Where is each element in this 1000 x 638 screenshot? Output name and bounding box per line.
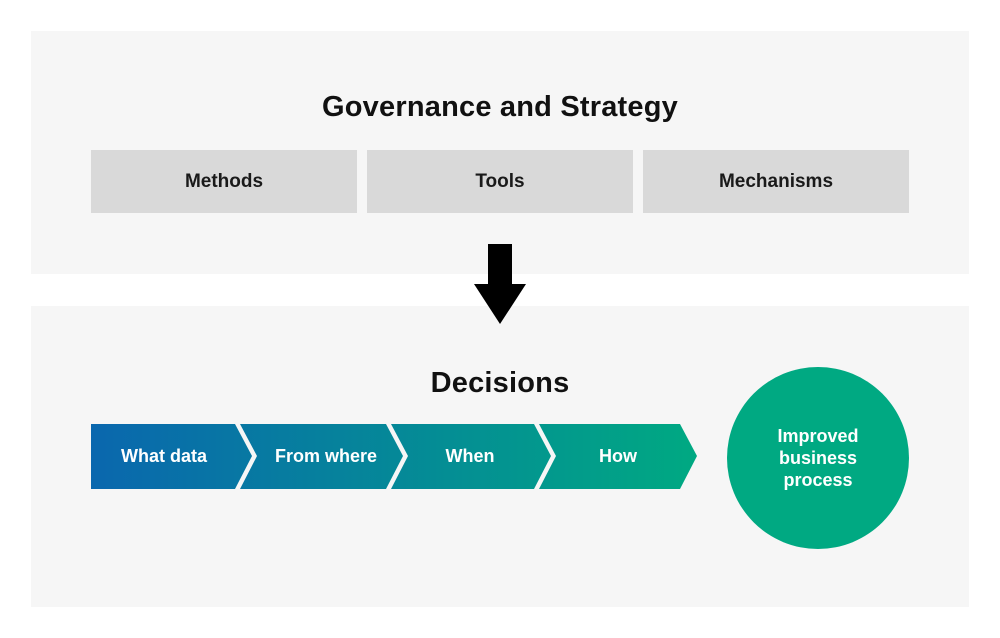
outcome-circle: Improved business process bbox=[727, 367, 909, 549]
down-arrow-icon bbox=[474, 244, 526, 324]
decisions-title: Decisions bbox=[430, 367, 570, 399]
chevron-what-data bbox=[91, 424, 252, 489]
step-what-data-label: What data bbox=[120, 446, 207, 466]
methods-box: Methods bbox=[91, 150, 357, 213]
governance-title: Governance and Strategy bbox=[322, 91, 678, 123]
mechanisms-box: Mechanisms bbox=[643, 150, 909, 213]
step-when-label: When bbox=[445, 446, 495, 466]
step-from-where-label: From where bbox=[274, 446, 378, 466]
outcome-label: Improved business process bbox=[777, 426, 859, 490]
chevron-how bbox=[539, 424, 697, 489]
chevron-from-where bbox=[240, 424, 403, 489]
step-how-label: How bbox=[599, 446, 637, 466]
chevron-when bbox=[391, 424, 551, 489]
tools-box: Tools bbox=[367, 150, 633, 213]
